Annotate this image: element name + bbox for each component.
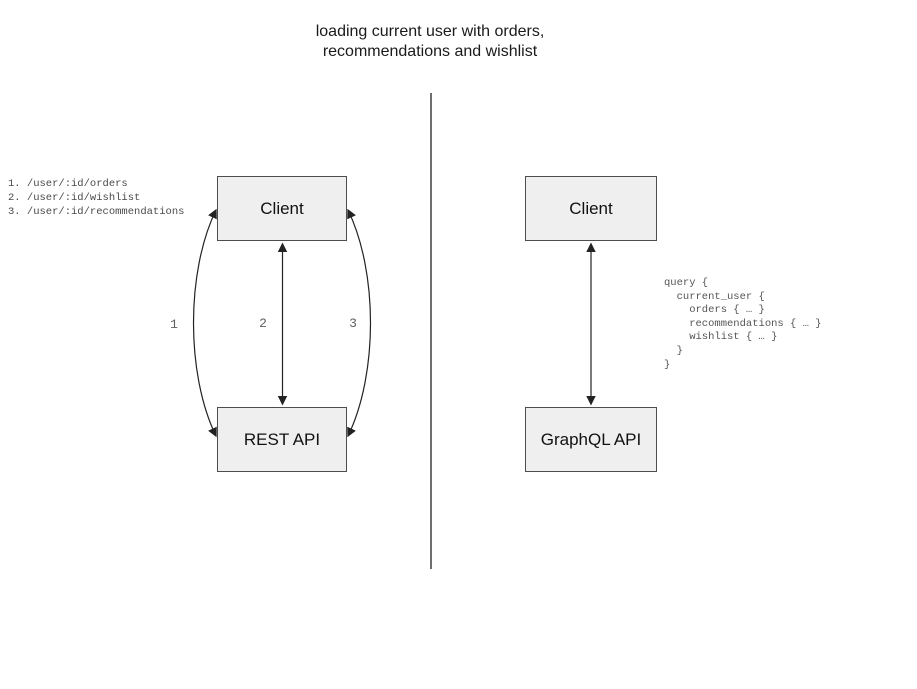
title-line-1: loading current user with orders,: [315, 23, 545, 40]
query-line-1: query {: [664, 277, 709, 289]
query-line-3: orders { … }: [664, 304, 765, 317]
rest-endpoint-list: 1. /user/:id/orders 2. /user/:id/wishlis…: [8, 177, 184, 219]
rest-api-box: REST API: [217, 407, 347, 472]
diagram-title: loading current user with orders, recomm…: [0, 22, 860, 62]
rest-client-box: Client: [217, 176, 347, 241]
graphql-api-box: GraphQL API: [525, 407, 657, 472]
rest-arrow-1-curve: [192, 208, 217, 438]
arrow-label-2: 2: [259, 316, 267, 331]
arrow-label-1: 1: [170, 317, 178, 332]
query-line-7: }: [664, 358, 671, 371]
graphql-client-box: Client: [525, 176, 657, 241]
rest-arrow-3-curve: [347, 208, 372, 438]
endpoint-recommendations: 3. /user/:id/recommendations: [8, 206, 185, 218]
rest-api-label: REST API: [243, 429, 321, 449]
endpoint-wishlist: 2. /user/:id/wishlist: [8, 192, 141, 204]
panel-divider: [430, 93, 432, 569]
arrow-label-3: 3: [349, 316, 357, 331]
rest-client-label: Client: [260, 198, 304, 218]
query-line-4: recommendations { … }: [664, 317, 822, 330]
graphql-client-label: Client: [569, 198, 613, 218]
query-line-6: }: [664, 344, 683, 357]
endpoint-orders: 1. /user/:id/orders: [8, 178, 128, 190]
title-line-2: recommendations and wishlist: [322, 43, 538, 60]
query-line-5: wishlist { … }: [664, 331, 778, 344]
query-line-2: current_user {: [664, 290, 765, 303]
graphql-api-label: GraphQL API: [540, 429, 642, 449]
graphql-query-snippet: query { current_user { orders { … } reco…: [664, 277, 822, 372]
